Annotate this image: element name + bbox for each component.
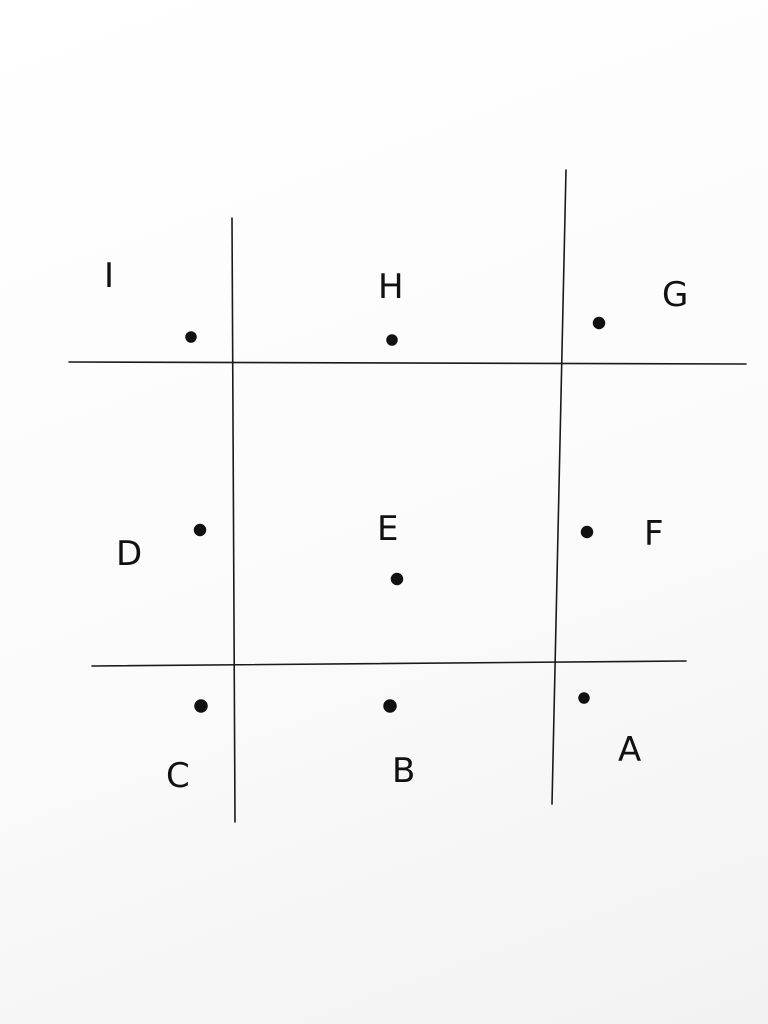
region-point-i — [185, 331, 197, 343]
region-label-d: D — [116, 534, 142, 574]
region-point-h — [386, 334, 398, 346]
region-label-c: C — [166, 756, 190, 796]
grid-line-vertical-left — [231, 217, 236, 823]
region-point-f — [580, 525, 594, 539]
region-point-a — [578, 692, 590, 704]
grid-line-horizontal-top — [68, 361, 747, 365]
region-label-b: B — [392, 751, 415, 791]
region-label-g: G — [662, 275, 688, 315]
grid-line-vertical-right — [551, 169, 567, 805]
region-label-i: I — [104, 256, 114, 296]
region-point-e — [390, 572, 404, 586]
region-label-e: E — [377, 509, 398, 549]
region-label-f: F — [644, 514, 664, 554]
region-label-a: A — [618, 730, 641, 770]
region-label-h: H — [378, 267, 404, 307]
region-point-d — [193, 523, 207, 537]
region-point-g — [592, 316, 606, 330]
region-point-c — [194, 699, 208, 713]
grid-line-horizontal-bottom — [91, 660, 687, 667]
region-point-b — [383, 699, 397, 713]
